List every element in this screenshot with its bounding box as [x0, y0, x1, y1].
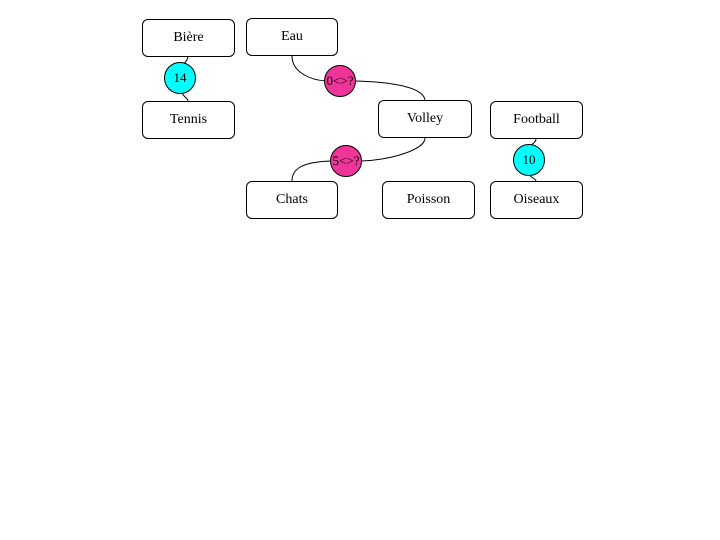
link-badge-eau-volley[interactable]: 0<>? — [324, 65, 356, 97]
node-volley-label: Volley — [406, 111, 444, 126]
link-badge-biere-tennis-label: 14 — [173, 70, 187, 85]
node-tennis[interactable]: Tennis — [142, 101, 235, 139]
node-poisson-label: Poisson — [406, 192, 451, 207]
node-biere-label: Bière — [173, 30, 204, 45]
node-chats[interactable]: Chats — [246, 181, 338, 219]
node-eau-label: Eau — [281, 29, 303, 44]
link-badge-eau-volley-label: 0<>? — [326, 73, 354, 88]
link-badge-volley-chats[interactable]: 5<>? — [330, 145, 362, 177]
node-football-label: Football — [513, 112, 560, 127]
link-badge-biere-tennis[interactable]: 14 — [164, 62, 196, 94]
link-eau-volley — [291, 55, 426, 102]
node-biere[interactable]: Bière — [142, 19, 235, 57]
node-volley[interactable]: Volley — [378, 100, 472, 138]
link-badge-football-oiseaux-label: 10 — [522, 152, 536, 167]
node-chats-label: Chats — [276, 192, 308, 207]
link-volley-chats — [291, 137, 426, 182]
node-poisson[interactable]: Poisson — [382, 181, 475, 219]
node-oiseaux-label: Oiseaux — [513, 192, 560, 207]
link-badge-volley-chats-label: 5<>? — [332, 153, 360, 168]
node-eau[interactable]: Eau — [246, 18, 338, 56]
node-oiseaux[interactable]: Oiseaux — [490, 181, 583, 219]
node-tennis-label: Tennis — [169, 112, 208, 127]
node-football[interactable]: Football — [490, 101, 583, 139]
link-badge-football-oiseaux[interactable]: 10 — [513, 144, 545, 176]
